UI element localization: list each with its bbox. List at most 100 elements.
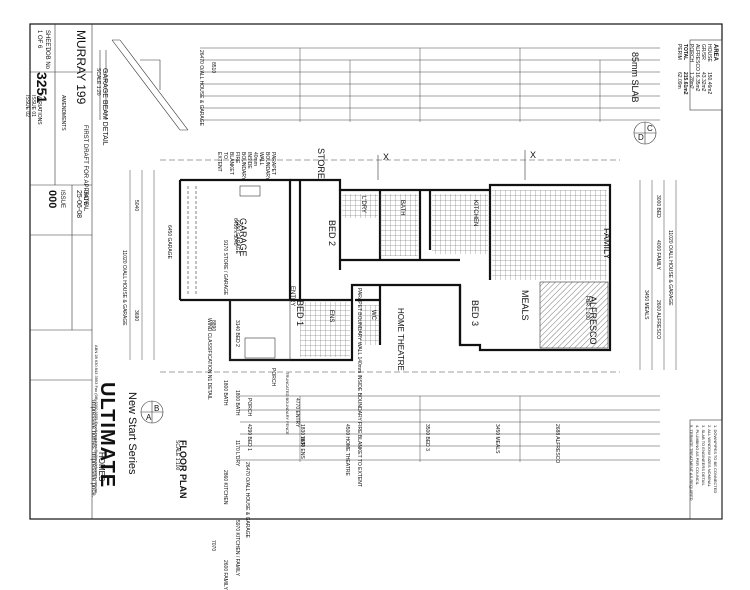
room-bath: BATH	[399, 200, 405, 216]
room-ldry: L'DRY	[360, 196, 366, 214]
job-label: JOB No	[44, 48, 50, 70]
issue-label: ISSUE	[59, 190, 65, 209]
area-heading: AREA	[712, 44, 718, 62]
area-grsr-label: GR/SR	[700, 44, 706, 60]
beam-detail-scale: SCALE 1:20	[95, 68, 101, 96]
section-x-left: X	[383, 152, 390, 162]
client-name: MURRAY 199	[74, 30, 88, 105]
dim-bottom-ens: 1830 ENS	[299, 436, 305, 459]
dim-bottom-bed1: 4290 BED 1	[246, 424, 252, 451]
title-block-grid	[30, 24, 92, 381]
area-perim-label: PERIM	[676, 44, 682, 60]
garage-fixtures	[187, 185, 261, 295]
dim-bottom-entry: 4770 ENTRY	[294, 398, 300, 428]
room-kitchen: KITCHEN	[472, 200, 478, 227]
dim-top-r2-a: 9170 STORE / GARAGE	[222, 240, 228, 296]
room-garage-size: 6450 x 5040	[232, 218, 238, 246]
tiled-bath-area	[380, 194, 418, 256]
area-house-value: 150.46m2	[706, 72, 712, 95]
area-porch-label: PORCH	[688, 44, 694, 63]
room-family: FAMILY	[602, 228, 612, 260]
dim-bottom-porch: PORCH	[246, 398, 252, 417]
dim-right-meals: 3450 MEALS	[643, 290, 649, 320]
dim-right-family: 4000 FAMILY	[655, 240, 661, 270]
issue-value: 000	[46, 190, 58, 209]
date-label: DATE	[82, 190, 88, 206]
dim-bottom-alfresco: 2688 ALFRESCO	[554, 424, 560, 464]
room-home-theatre: HOME THEATRE	[396, 308, 405, 371]
area-table-frame	[689, 39, 723, 111]
dim-bottom-meals: 3450 MEALS	[494, 424, 500, 454]
area-perim-value: 62.09m	[676, 72, 682, 89]
bed1-wardrobe	[244, 337, 276, 359]
amendments-heading: AMENDMENTS	[60, 95, 66, 131]
series-name: New Start Series	[126, 392, 138, 475]
dim-top-r3-c: 1800 BATH	[234, 390, 240, 416]
variation-issue-01: ISSUE 01	[30, 95, 36, 117]
dim-bottom-theatre: 4500 HOME THEATRE	[344, 424, 350, 476]
dim-top-r3-e: 5970 KITCHEN / FAMILY	[234, 520, 240, 577]
dim-bottom-overall: 26470 O/ALL HOUSE & GARAGE	[244, 462, 250, 538]
note-boundary: TRUNCATED BOUNDARY FENCE	[285, 372, 290, 435]
contact-line: ABN 28 630 843 3593 Fax (08) 9300 9559 E…	[94, 345, 99, 494]
notes-frame	[689, 419, 723, 520]
bed1-outline	[229, 299, 291, 361]
dim-top-r2-b: 1800 BATH	[222, 380, 228, 406]
section-letter-c: C	[647, 124, 653, 133]
side-note-5: 5. TERMITE TREATMENT AS REQUIRED	[689, 425, 694, 501]
dim-left-5040: 5040	[133, 200, 139, 212]
dim-top-r3-d: 1170 L'DRY	[234, 440, 240, 467]
dim-right-overall: 11020 O/ALL HOUSE & GARAGE	[667, 230, 673, 306]
sheet-border	[29, 23, 723, 520]
dim-right-alfresco: 2600 ALFRESCO	[655, 300, 661, 340]
side-note-3: 3. SLAB TO ENGINEERS DETAIL	[701, 425, 706, 486]
room-bed2: BED 2	[327, 220, 337, 247]
section-letter-b: B	[154, 404, 160, 413]
dim-right-bed: 3000 BED	[655, 195, 661, 218]
area-alfresco-label: ALFRESCO	[694, 44, 700, 71]
side-note-1: 1. DOWNPIPES TO BE CONNECTED	[713, 425, 718, 494]
area-house-label: HOUSE	[706, 44, 712, 62]
tiled-ldry-area	[342, 194, 378, 218]
tiled-kitchen-area	[432, 194, 488, 254]
floor-plan-sheet: SHEET 1 OF 6 JOB No 3251 MURRAY 199 FIRS…	[24, 23, 723, 590]
beam-detail-title: GARAGE BEAM DETAIL	[101, 68, 108, 146]
room-wc: WC	[370, 310, 376, 320]
note-parapet-bottom: PARAPET BOUNDARY WALL 140mm INSIDE BOUND…	[356, 288, 362, 487]
top-dimension-lines	[200, 47, 660, 122]
dim-top-r2-c: 2860 KITCHEN	[222, 470, 228, 505]
room-porch: PORCH	[270, 368, 276, 387]
garage-beam-detail	[99, 39, 189, 131]
note-garage: 6450 GARAGE	[166, 225, 172, 259]
dim-left-overall: 11020 O/ALL HOUSE & GARAGE	[121, 250, 127, 326]
variations-heading: VARIATIONS	[36, 95, 42, 125]
sheet-label: SHEET	[44, 30, 50, 51]
dim-top-r2-d: 2600 FAMILY	[222, 560, 228, 590]
dim-top-r3-b: 3140 BED 2	[234, 320, 240, 347]
alfresco-hatch	[540, 282, 608, 348]
dim-bottom-bed3: 3500 BED 3	[424, 424, 430, 451]
slab-note: 85mm SLAB	[630, 52, 640, 103]
area-porch-value: 1.28m2	[688, 72, 694, 89]
tiled-wc-area	[360, 305, 380, 345]
room-meals: MEALS	[520, 290, 530, 321]
dim-top-overall: 26470 O/ALL HOUSE & GARAGE	[198, 50, 204, 126]
dim-left-3690: 3690	[133, 310, 139, 322]
drawing-scale: SCALE 1:100	[174, 440, 180, 471]
side-dimension-lines	[129, 170, 677, 370]
room-store: STORE	[316, 148, 326, 179]
sheet-value: 1 OF 6	[36, 30, 42, 49]
area-grsr-value: 43.32m2	[700, 72, 706, 92]
room-ens: ENS	[328, 310, 334, 323]
bottom-dimension-lines	[240, 395, 660, 462]
tiled-ens-area	[300, 302, 350, 357]
area-total-label: TOTAL	[682, 44, 688, 61]
area-alfresco-value: 16.35m2	[694, 72, 700, 92]
room-entry: ENTRY	[289, 286, 295, 307]
section-marker-ab	[140, 400, 164, 424]
section-letter-a: A	[146, 413, 152, 422]
note-wind: WIND CLASSIFICATION N1 DETAIL	[206, 318, 212, 400]
side-note-2: 2. ALL WINDOW SIZES NOMINAL	[707, 425, 712, 487]
section-x-right: X	[530, 150, 537, 160]
room-garage: GARAGE	[238, 218, 248, 257]
